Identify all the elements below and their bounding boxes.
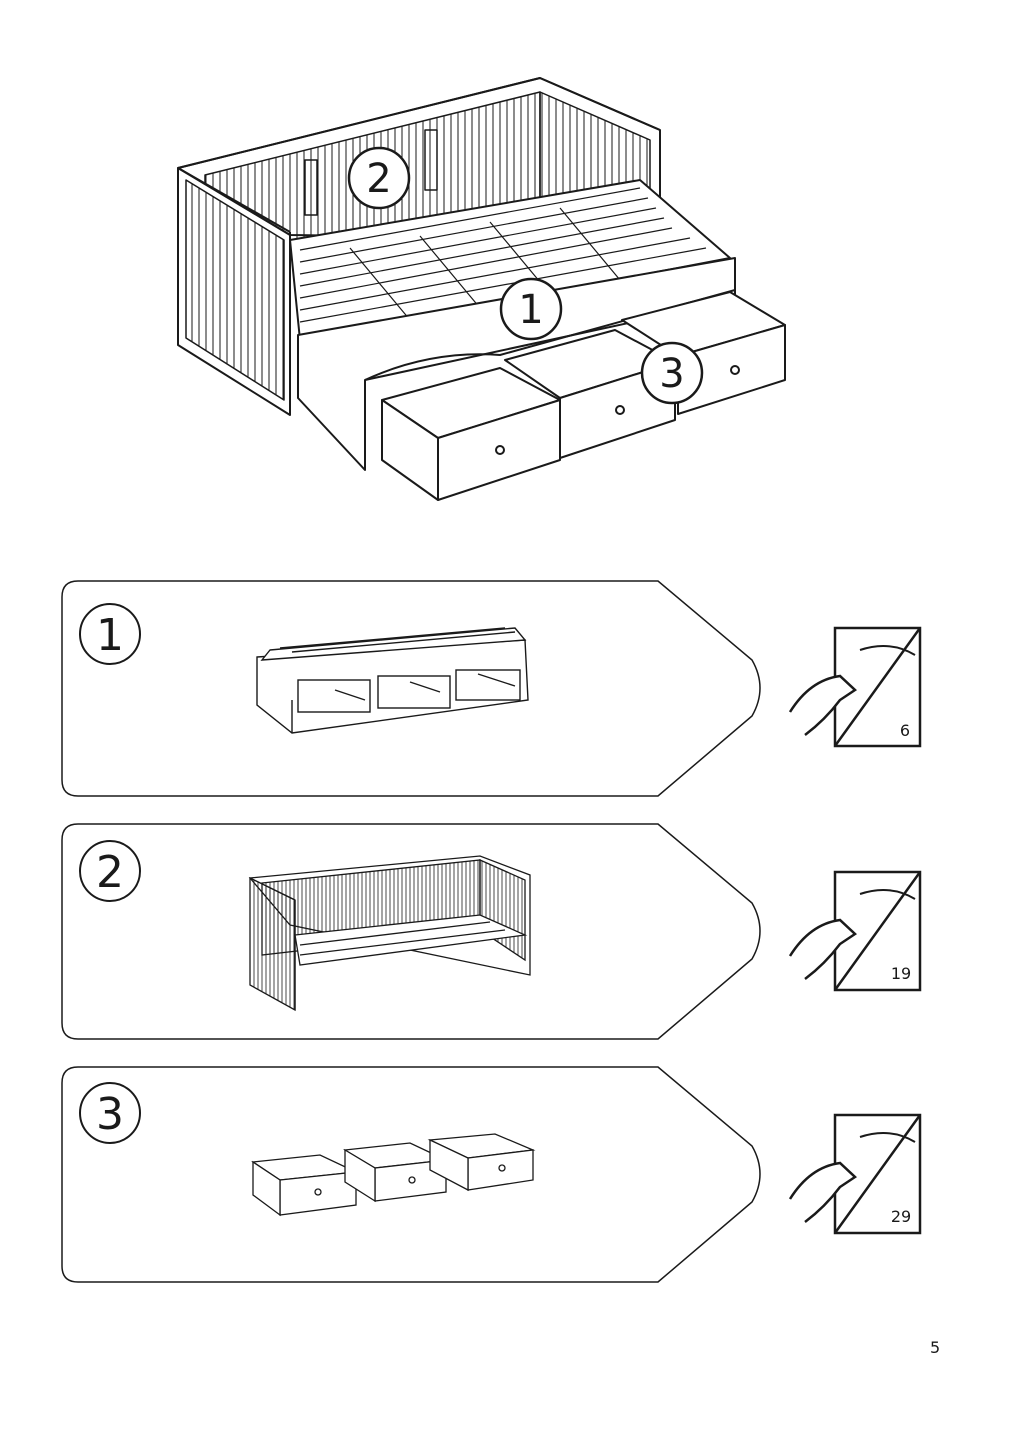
step-panel-3 bbox=[61, 1066, 922, 1283]
callout-circle-1 bbox=[499, 277, 563, 341]
step-number-circle-1 bbox=[79, 603, 141, 665]
callout-circle-2 bbox=[347, 146, 411, 210]
page-number: 5 bbox=[930, 1338, 941, 1357]
callout-label-1: 1 bbox=[518, 287, 543, 333]
step-number-label-2: 2 bbox=[96, 847, 124, 898]
step-number-label-1: 1 bbox=[96, 610, 124, 661]
drawers-illustration bbox=[251, 1133, 536, 1217]
drawer-left bbox=[381, 367, 561, 501]
daybed-overview-illustration bbox=[177, 77, 786, 501]
step-number-label-3: 3 bbox=[96, 1089, 124, 1140]
see-page-number-2: 19 bbox=[891, 964, 911, 983]
step-number-circle-2 bbox=[79, 840, 141, 902]
see-page-number-3: 29 bbox=[891, 1207, 911, 1226]
drawer-right bbox=[621, 291, 786, 415]
daybed-frame-illustration bbox=[248, 855, 531, 1012]
callout-label-3: 3 bbox=[659, 351, 684, 397]
page-turn-icon bbox=[788, 626, 922, 748]
step-panel-2 bbox=[61, 823, 922, 1040]
step-panel-1 bbox=[61, 580, 922, 797]
slatted-base-illustration bbox=[256, 627, 529, 734]
step-number-circle-3 bbox=[79, 1082, 141, 1144]
page-turn-icon bbox=[788, 1113, 922, 1235]
callout-label-2: 2 bbox=[366, 156, 391, 202]
page-turn-icon bbox=[788, 870, 922, 992]
callout-circle-3 bbox=[640, 341, 704, 405]
see-page-number-1: 6 bbox=[900, 721, 910, 740]
